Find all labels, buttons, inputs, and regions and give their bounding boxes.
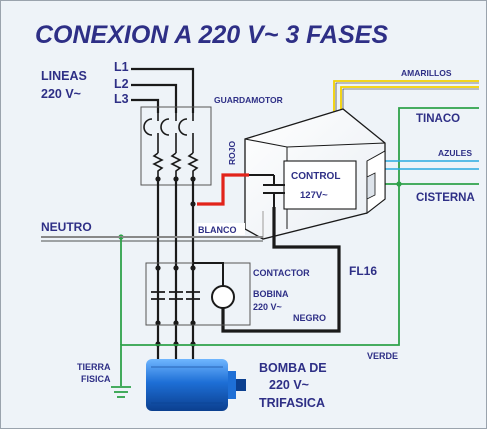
negro-label: NEGRO bbox=[293, 313, 326, 323]
blanco-label: BLANCO bbox=[198, 225, 237, 235]
contactor-label: CONTACTOR bbox=[253, 268, 310, 278]
phase-l2-wire bbox=[131, 83, 178, 113]
contactor-contacts bbox=[151, 291, 200, 300]
neutro-label: NEUTRO bbox=[41, 220, 92, 234]
rojo-label: ROJO bbox=[227, 141, 237, 165]
bomba-label-line2: 220 V~ bbox=[269, 378, 309, 392]
control-label-box bbox=[283, 160, 357, 210]
motor-body bbox=[146, 359, 228, 411]
cisterna-label: CISTERNA bbox=[416, 192, 475, 204]
control-voltage-label: 127V~ bbox=[300, 190, 328, 201]
phase-l3-wire bbox=[131, 98, 160, 113]
phase-lines bbox=[131, 67, 195, 113]
control-box bbox=[244, 108, 386, 240]
tinaco-label: TINACO bbox=[416, 113, 460, 125]
voltage-label: 220 V~ bbox=[41, 87, 81, 101]
azules-label: AZULES bbox=[438, 148, 472, 158]
verde-label: VERDE bbox=[367, 351, 398, 361]
red-wire bbox=[197, 173, 249, 206]
phase-l1-label: L1 bbox=[114, 60, 129, 74]
bobina-coil bbox=[193, 262, 235, 309]
tierra-label: TIERRA bbox=[77, 362, 111, 372]
motor-pump bbox=[146, 359, 246, 411]
control-capacitor bbox=[263, 175, 285, 207]
phase-l2-label: L2 bbox=[114, 77, 129, 91]
amarillos-label: AMARILLOS bbox=[401, 68, 452, 78]
bobina-voltage-label: 220 V~ bbox=[253, 302, 282, 312]
guardamotor-label: GUARDAMOTOR bbox=[214, 95, 283, 105]
bomba-label-line1: BOMBA DE bbox=[259, 361, 327, 375]
green-junction bbox=[396, 181, 402, 187]
lines-label: LINEAS bbox=[41, 69, 87, 83]
bomba-label-line3: TRIFASICA bbox=[259, 396, 325, 410]
motor-shaft bbox=[236, 379, 246, 391]
bobina-label: BOBINA bbox=[253, 289, 289, 299]
phase-l3-label: L3 bbox=[114, 92, 129, 106]
phase-l1-wire bbox=[131, 67, 195, 113]
fisica-label: FISICA bbox=[81, 374, 111, 384]
fl16-label: FL16 bbox=[349, 264, 377, 278]
guardamotor-contacts bbox=[143, 113, 199, 179]
control-label: CONTROL bbox=[291, 171, 340, 182]
ground-symbol bbox=[111, 386, 131, 398]
motor-flange bbox=[228, 371, 236, 399]
diagram-title: CONEXION A 220 V~ 3 FASES bbox=[35, 21, 388, 49]
